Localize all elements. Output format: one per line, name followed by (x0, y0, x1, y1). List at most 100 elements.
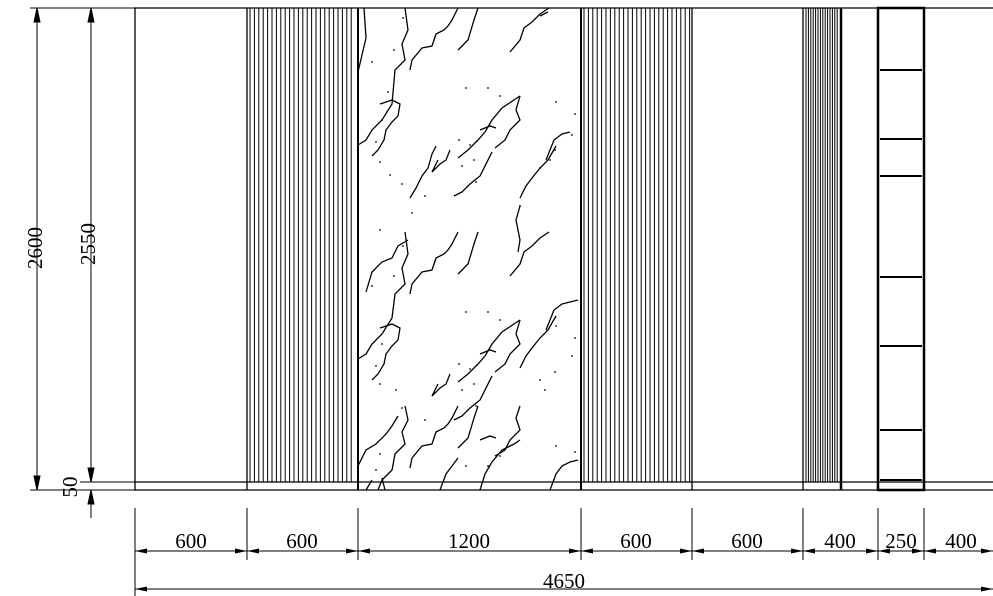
marble-panel-cracks (357, 7, 579, 491)
speckle (469, 144, 471, 146)
speckle (539, 167, 541, 169)
speckle (424, 419, 426, 421)
speckle (475, 181, 477, 183)
speckle (473, 383, 475, 385)
dimension-arrow (581, 548, 593, 554)
dimension-2550 (87, 7, 95, 483)
speckle (375, 141, 377, 143)
dimension-50 (87, 489, 95, 518)
dimension-arrow (912, 548, 924, 554)
segment-label-3: 1200 (448, 529, 490, 553)
speckle (465, 311, 467, 313)
dimension-arrow (981, 548, 993, 554)
dimension-arrow (346, 548, 358, 554)
dimension-arrow (791, 548, 803, 554)
dimension-arrow (981, 586, 993, 592)
speckle (424, 195, 426, 197)
speckle (555, 445, 557, 447)
dim-label-2550: 2550 (76, 223, 100, 265)
segment-labels: 600 600 1200 600 600 400 250 400 4650 (175, 529, 977, 593)
speckle (379, 383, 381, 385)
speckle (544, 389, 546, 391)
vertical-hatch-panel-right (583, 8, 691, 482)
segment-label-2: 600 (286, 529, 318, 553)
dimension-arrow (135, 548, 147, 554)
dimension-arrow (358, 548, 370, 554)
speckle (473, 159, 475, 161)
speckle (461, 165, 463, 167)
speckle (381, 343, 383, 345)
vertical-extension-lines (30, 7, 134, 491)
dimension-arrow (680, 548, 692, 554)
speckle (393, 49, 395, 51)
dim-label-50: 50 (58, 477, 82, 498)
speckle (465, 465, 467, 467)
speckle (469, 368, 471, 370)
dimension-arrow (569, 548, 581, 554)
speckle (411, 212, 413, 214)
speckle (375, 469, 377, 471)
speckle (395, 389, 397, 391)
speckle (499, 455, 501, 457)
speckle (379, 161, 381, 163)
segment-label-5: 600 (731, 529, 763, 553)
horizontal-dimension-chain (134, 508, 993, 596)
speckle (387, 91, 389, 93)
total-width-label: 4650 (543, 569, 585, 593)
speckle (571, 355, 573, 357)
dimension-arrow (866, 548, 878, 554)
segment-label-6: 400 (824, 529, 856, 553)
segment-label-1: 600 (175, 529, 207, 553)
speckle (379, 453, 381, 455)
dimension-arrow (235, 548, 247, 554)
speckle (549, 159, 551, 161)
speckle (375, 365, 377, 367)
segment-label-7: 250 (885, 529, 917, 553)
speckle (402, 17, 404, 19)
speckle (402, 245, 404, 247)
speckle (465, 87, 467, 89)
speckle (571, 134, 573, 136)
speckle (555, 325, 557, 327)
speckle (554, 149, 556, 151)
vertical-hatch-panel-left (249, 8, 352, 482)
speckle (379, 229, 381, 231)
segment-label-4: 600 (620, 529, 652, 553)
dimension-arrow (924, 548, 936, 554)
dimension-arrows (135, 548, 993, 592)
dim-label-2600: 2600 (23, 227, 47, 269)
dense-hatch-panel (805, 8, 838, 482)
speckle (487, 465, 489, 467)
dimension-2600 (33, 7, 41, 491)
speckle (574, 451, 576, 453)
segment-label-8: 400 (945, 529, 977, 553)
elevation-outline (134, 7, 993, 491)
speckle (539, 379, 541, 381)
speckle (519, 205, 521, 207)
dimension-arrow (247, 548, 259, 554)
speckle (574, 337, 576, 339)
speckle (371, 61, 373, 63)
dimension-arrow (803, 548, 815, 554)
speckle (555, 101, 557, 103)
frame-column (876, 6, 926, 492)
speckle (401, 407, 403, 409)
speckle (499, 319, 501, 321)
speckle (475, 405, 477, 407)
speckle (554, 371, 556, 373)
speckle (499, 95, 501, 97)
speckle (458, 139, 460, 141)
speckle (381, 119, 383, 121)
speckle (393, 275, 395, 277)
dimension-arrow (135, 586, 147, 592)
speckle (574, 113, 576, 115)
speckle (458, 363, 460, 365)
speckle (487, 87, 489, 89)
dimension-arrow (878, 548, 890, 554)
dimension-arrow (692, 548, 704, 554)
speckle (461, 389, 463, 391)
marble-speckles (371, 17, 576, 471)
panel-boundaries (246, 8, 843, 490)
speckle (371, 285, 373, 287)
